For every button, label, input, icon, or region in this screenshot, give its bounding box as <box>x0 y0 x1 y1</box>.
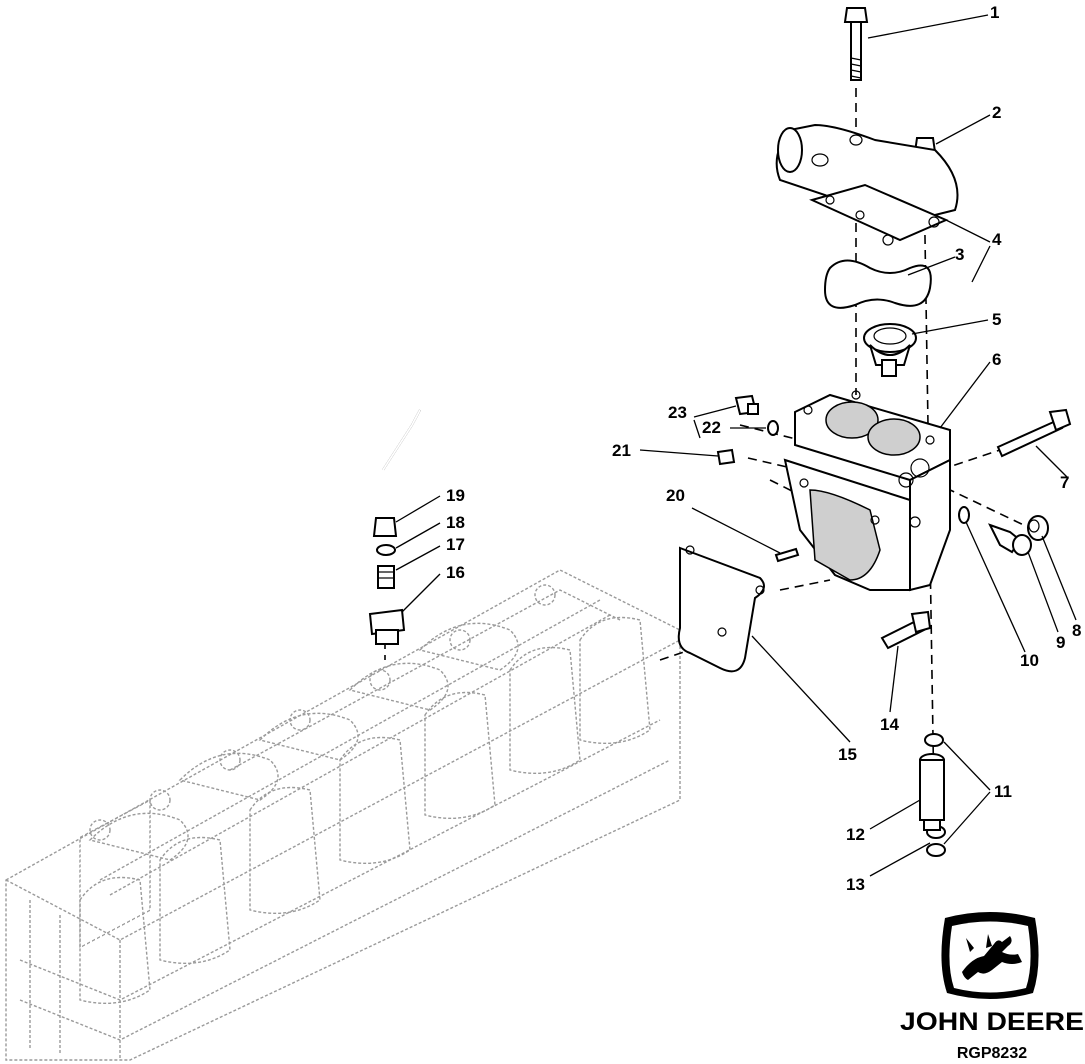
callout-5: 5 <box>992 310 1001 329</box>
part-7-stud <box>996 408 1072 458</box>
callout-8: 8 <box>1072 621 1081 640</box>
callout-4: 4 <box>992 230 1002 249</box>
part-6-water-manifold <box>783 390 951 592</box>
part-5-thermostat <box>863 323 917 377</box>
figure-code: RGP8232 <box>957 1045 1027 1062</box>
part-19-tube-assembly <box>372 409 421 537</box>
brand-name: JOHN DEERE <box>900 1008 1084 1036</box>
leader-lines <box>395 14 1077 877</box>
callout-13: 13 <box>846 875 865 894</box>
callout-22: 22 <box>702 418 721 437</box>
callout-7: 7 <box>1060 473 1069 492</box>
part-10-o-ring <box>958 506 970 524</box>
callout-17: 17 <box>446 535 465 554</box>
callout-11: 11 <box>994 782 1012 801</box>
part-1-cap-screw <box>843 7 869 81</box>
leaping-deer-logo-icon <box>941 912 1039 999</box>
callout-12: 12 <box>846 825 865 844</box>
callout-10: 10 <box>1020 651 1039 670</box>
part-14-cap-screw <box>880 610 932 650</box>
part-20-dowel-pin <box>774 547 800 563</box>
callout-18: 18 <box>446 513 465 532</box>
part-17-fitting <box>377 565 395 589</box>
callout-16: 16 <box>446 563 465 582</box>
callout-14: 14 <box>880 715 899 734</box>
callout-23: 23 <box>668 403 687 422</box>
callout-21: 21 <box>612 441 631 460</box>
part-4-thermostat-housing <box>775 123 959 246</box>
part-3-gasket <box>823 259 932 309</box>
callout-2: 2 <box>992 103 1001 122</box>
part-18-o-ring <box>376 544 396 556</box>
part-16-adapter <box>368 608 406 645</box>
part-23-plug <box>734 394 759 416</box>
callout-6: 6 <box>992 350 1001 369</box>
part-12-tube <box>919 753 945 831</box>
part-22-o-ring <box>767 420 779 436</box>
part-15-gasket <box>677 545 765 673</box>
engine-cylinder-head <box>5 569 681 1061</box>
callout-3: 3 <box>955 245 964 264</box>
callout-20: 20 <box>666 486 685 505</box>
callout-labels: 1 2 3 4 5 6 7 8 9 10 11 12 13 14 15 16 1… <box>446 3 1081 894</box>
part-21-plug <box>716 448 736 466</box>
callout-1: 1 <box>990 3 999 22</box>
part-8-plug <box>1027 515 1049 541</box>
callout-19: 19 <box>446 486 465 505</box>
callout-9: 9 <box>1056 633 1065 652</box>
part-9-fitting <box>988 523 1032 556</box>
callout-15: 15 <box>838 745 857 764</box>
